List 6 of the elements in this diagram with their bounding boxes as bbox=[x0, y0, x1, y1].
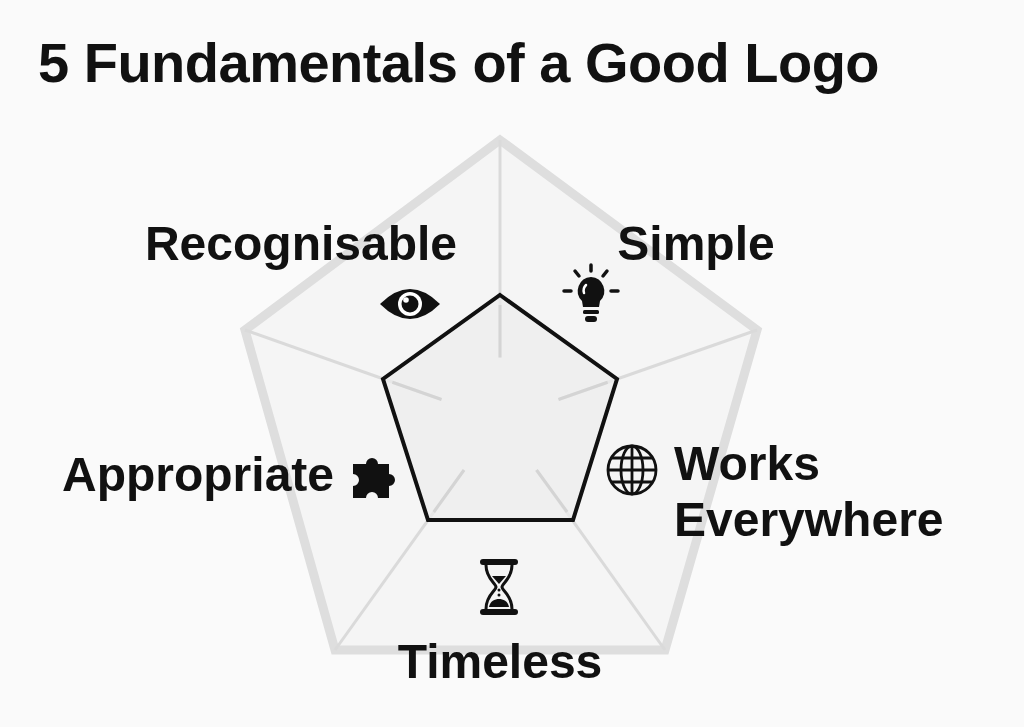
principle-label: Appropriate bbox=[62, 448, 334, 501]
principle-label: Recognisable bbox=[144, 217, 458, 270]
principle-label: Timeless bbox=[397, 635, 603, 688]
principle-label: Simple bbox=[617, 217, 775, 270]
principle-label: Works Everywhere bbox=[674, 437, 944, 546]
heading: 5 Fundamentals of a Good Logo bbox=[38, 30, 880, 96]
